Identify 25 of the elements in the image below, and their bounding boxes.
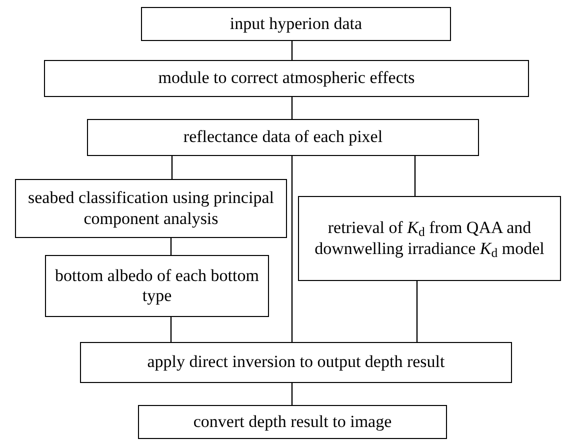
process-box — [15, 179, 287, 238]
box-text: input hyperion data — [230, 14, 362, 34]
connector-line — [291, 156, 293, 342]
box-text: retrieval of K$_{d}$ from QAA and downwelling irradiance K$_{d}$ model — [314, 218, 546, 259]
process-box — [141, 7, 451, 41]
connector-line — [291, 383, 293, 405]
process-box — [138, 405, 447, 439]
box-text: seabed classification using principal component analysis — [27, 188, 275, 229]
box-text: bottom albedo of each bottom type — [54, 266, 260, 306]
box-text: module to correct atmospheric effects — [158, 68, 415, 89]
connector-line — [414, 156, 416, 196]
connector-line — [291, 41, 293, 60]
process-box — [87, 119, 479, 156]
box-text: reflectance data of each pixel — [183, 127, 383, 148]
connector-line — [291, 97, 293, 119]
process-box — [80, 342, 512, 383]
box-text: apply direct inversion to output depth result — [147, 352, 445, 373]
process-box — [44, 60, 529, 97]
connector-line — [171, 156, 173, 179]
connector-line — [416, 281, 418, 342]
connector-line — [170, 317, 172, 342]
box-text: convert depth result to image — [193, 412, 392, 432]
process-box — [45, 255, 269, 317]
process-box — [298, 196, 561, 281]
connector-line — [170, 238, 172, 255]
